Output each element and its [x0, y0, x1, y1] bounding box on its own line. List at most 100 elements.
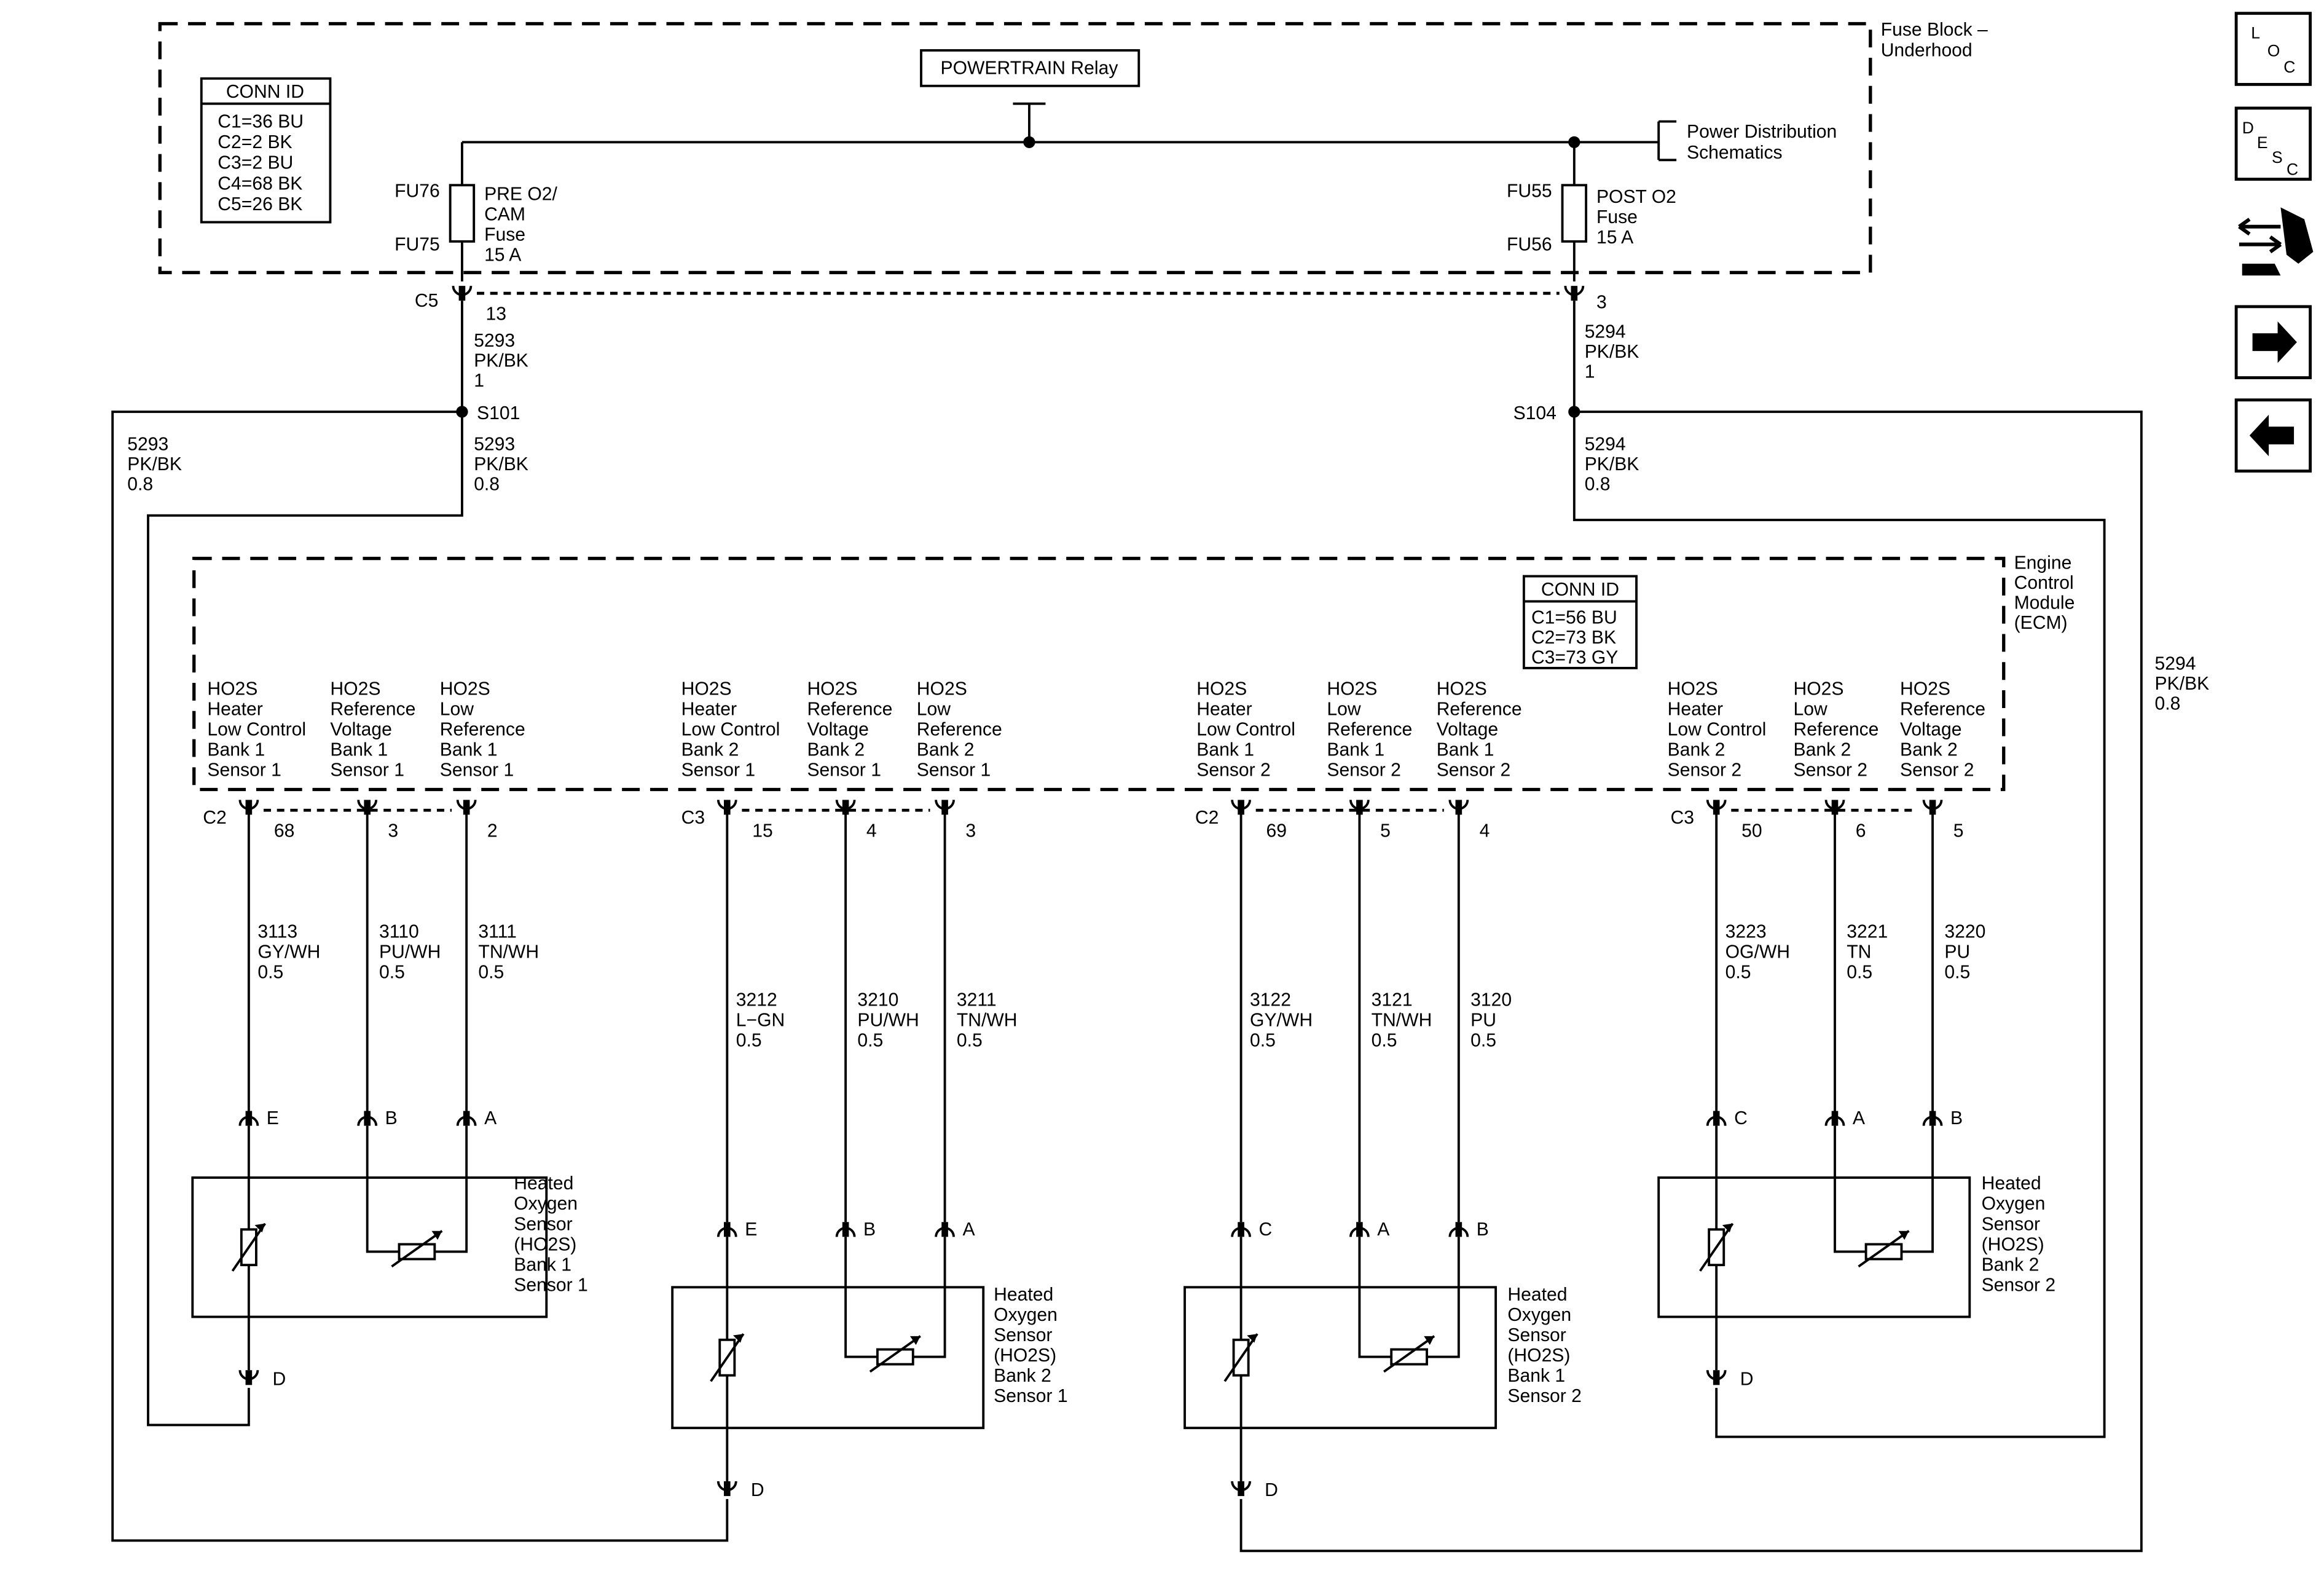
sensor-terminal-stub [941, 1222, 948, 1237]
heater-element [718, 1338, 736, 1377]
wire-label: 0.8 [127, 474, 153, 495]
arrow-right-icon [2252, 321, 2297, 363]
sensing-element-arrow [391, 1230, 443, 1268]
ecm-title: (ECM) [2014, 613, 2068, 633]
signal-wire-label: 3212 [736, 990, 777, 1010]
wire-label: 0.8 [2155, 693, 2181, 714]
arrow-left-icon [2249, 414, 2295, 457]
ecm-circuit-label: HO2S [1327, 679, 1377, 699]
wire-label: 1 [474, 371, 484, 391]
next-page-button[interactable] [2234, 305, 2312, 379]
fuse-id: FU75 [395, 234, 440, 254]
sensor-pin-label: A [1377, 1219, 1390, 1240]
signal-wire-label: L−GN [736, 1010, 785, 1030]
sensor-label: (HO2S) [1982, 1234, 2044, 1254]
sensor-label: Heated [514, 1173, 573, 1194]
sensor-pin-label: E [745, 1219, 757, 1240]
pin-number: 5 [1380, 821, 1391, 841]
ecm-circuit-label: Sensor 1 [917, 760, 991, 780]
wire-label: PK/BK [1585, 342, 1639, 362]
signal-wire-label: 3110 [379, 922, 419, 942]
fuse-label: POST O2 [1596, 187, 1676, 207]
ecm-circuit-label: Reference [1327, 719, 1412, 739]
sensing-element-arrowhead [431, 1231, 442, 1240]
ecm-circuit-label: Sensor 2 [1327, 760, 1401, 780]
ecm-circuit-label: Bank 2 [917, 739, 975, 760]
heater-element-arrow [231, 1223, 266, 1272]
ecm-circuit-label: Low [1794, 699, 1827, 719]
wire-label: PK/BK [127, 454, 182, 474]
ecm-terminal-stub [1929, 800, 1936, 815]
sensing-element-arrowhead [1424, 1336, 1435, 1345]
c5-terminal-3-stub [1571, 286, 1578, 301]
sensor-box-3 [1184, 1286, 1498, 1430]
sensor-pin-label: A [1853, 1108, 1866, 1128]
powertrain-relay-label: POWERTRAIN Relay [941, 58, 1118, 79]
power-distribution-label: Power Distribution [1687, 122, 1837, 142]
conn-id-row: C2=2 BK [218, 132, 292, 152]
pin-number: 4 [866, 821, 877, 841]
nav-letter: C [2283, 58, 2295, 76]
sensor-pin-label: B [385, 1108, 398, 1128]
ecm-conn-id-title: CONN ID [1541, 580, 1619, 600]
fuse-label: PRE O2/ [484, 184, 557, 204]
ecm-circuit-label: Bank 1 [440, 739, 498, 760]
sensor-label: Oxygen [1982, 1194, 2046, 1214]
wire-label: 0.8 [474, 474, 500, 495]
ecm-terminal-stub [364, 800, 371, 815]
sensor-box-4 [1657, 1176, 1971, 1318]
sensor-pin-label: C [1734, 1108, 1748, 1128]
conn-id-row: C5=26 BK [218, 194, 302, 215]
wire-5293-to-b1s1 [147, 411, 463, 1427]
ecm-circuit-label: Sensor 2 [1794, 760, 1868, 780]
ecm-circuit-label: HO2S [1900, 679, 1950, 699]
fuse-label: Fuse [484, 224, 525, 245]
ecm-circuit-label: Bank 1 [207, 739, 265, 760]
heater-element [240, 1228, 257, 1267]
wire-label: 5293 [474, 331, 515, 351]
ecm-circuit-label: Sensor 2 [1196, 760, 1271, 780]
pin-number: 3 [388, 821, 398, 841]
splice-label: S101 [477, 403, 520, 423]
signal-wire-label: 0.5 [1944, 963, 1970, 983]
ecm-circuit-label: Sensor 1 [207, 760, 281, 780]
sensor-terminal-stub [463, 1111, 470, 1126]
connector-tool-icon[interactable] [2238, 207, 2314, 276]
wire-label: 5294 [1585, 321, 1626, 342]
signal-wire-label: 3111 [478, 922, 517, 942]
desc-button-frame [2234, 106, 2312, 181]
sensing-element-arrowhead [1898, 1231, 1909, 1240]
ecm-circuit-label: Sensor 2 [1437, 760, 1511, 780]
wire-label: 1 [1585, 362, 1595, 382]
conn-id-box [200, 77, 332, 224]
sensor-terminal-stub [1713, 1111, 1720, 1126]
sensor-pin-label: D [751, 1480, 764, 1500]
heater-element-arrowhead [254, 1223, 265, 1233]
wire-label: PK/BK [474, 350, 528, 371]
fuse-label: CAM [484, 204, 525, 224]
loc-button[interactable]: LOC [2234, 12, 2312, 86]
sensor-label: Heated [1507, 1285, 1567, 1305]
nav-letter: D [2242, 119, 2254, 137]
ecm-conn-id-row: C3=73 GY [1531, 648, 1618, 668]
ecm-circuit-label: Low Control [207, 719, 306, 739]
sensor-ground-terminal-stub [1713, 1370, 1720, 1385]
signal-wire-label: 3121 [1372, 990, 1413, 1010]
signal-wire-label: 3122 [1250, 990, 1291, 1010]
pin-number: 68 [274, 821, 295, 841]
sensor-label: Oxygen [994, 1305, 1058, 1325]
ecm-circuit-label: Low Control [1668, 719, 1767, 739]
sensor-label: Oxygen [514, 1194, 578, 1214]
sensor-ground-terminal-stub [724, 1481, 731, 1497]
ecm-circuit-label: HO2S [207, 679, 257, 699]
pin-number: 4 [1480, 821, 1490, 841]
sensor-terminal-stub [364, 1111, 371, 1126]
previous-page-button[interactable] [2234, 398, 2312, 473]
ecm-terminal-stub [1356, 800, 1363, 815]
ecm-circuit-label: Low Control [681, 719, 780, 739]
ecm-border [192, 556, 2006, 792]
heater-element-arrow [710, 1333, 745, 1382]
signal-wire-label: PU [1470, 1010, 1496, 1030]
heater-element-arrowhead [1247, 1334, 1258, 1343]
